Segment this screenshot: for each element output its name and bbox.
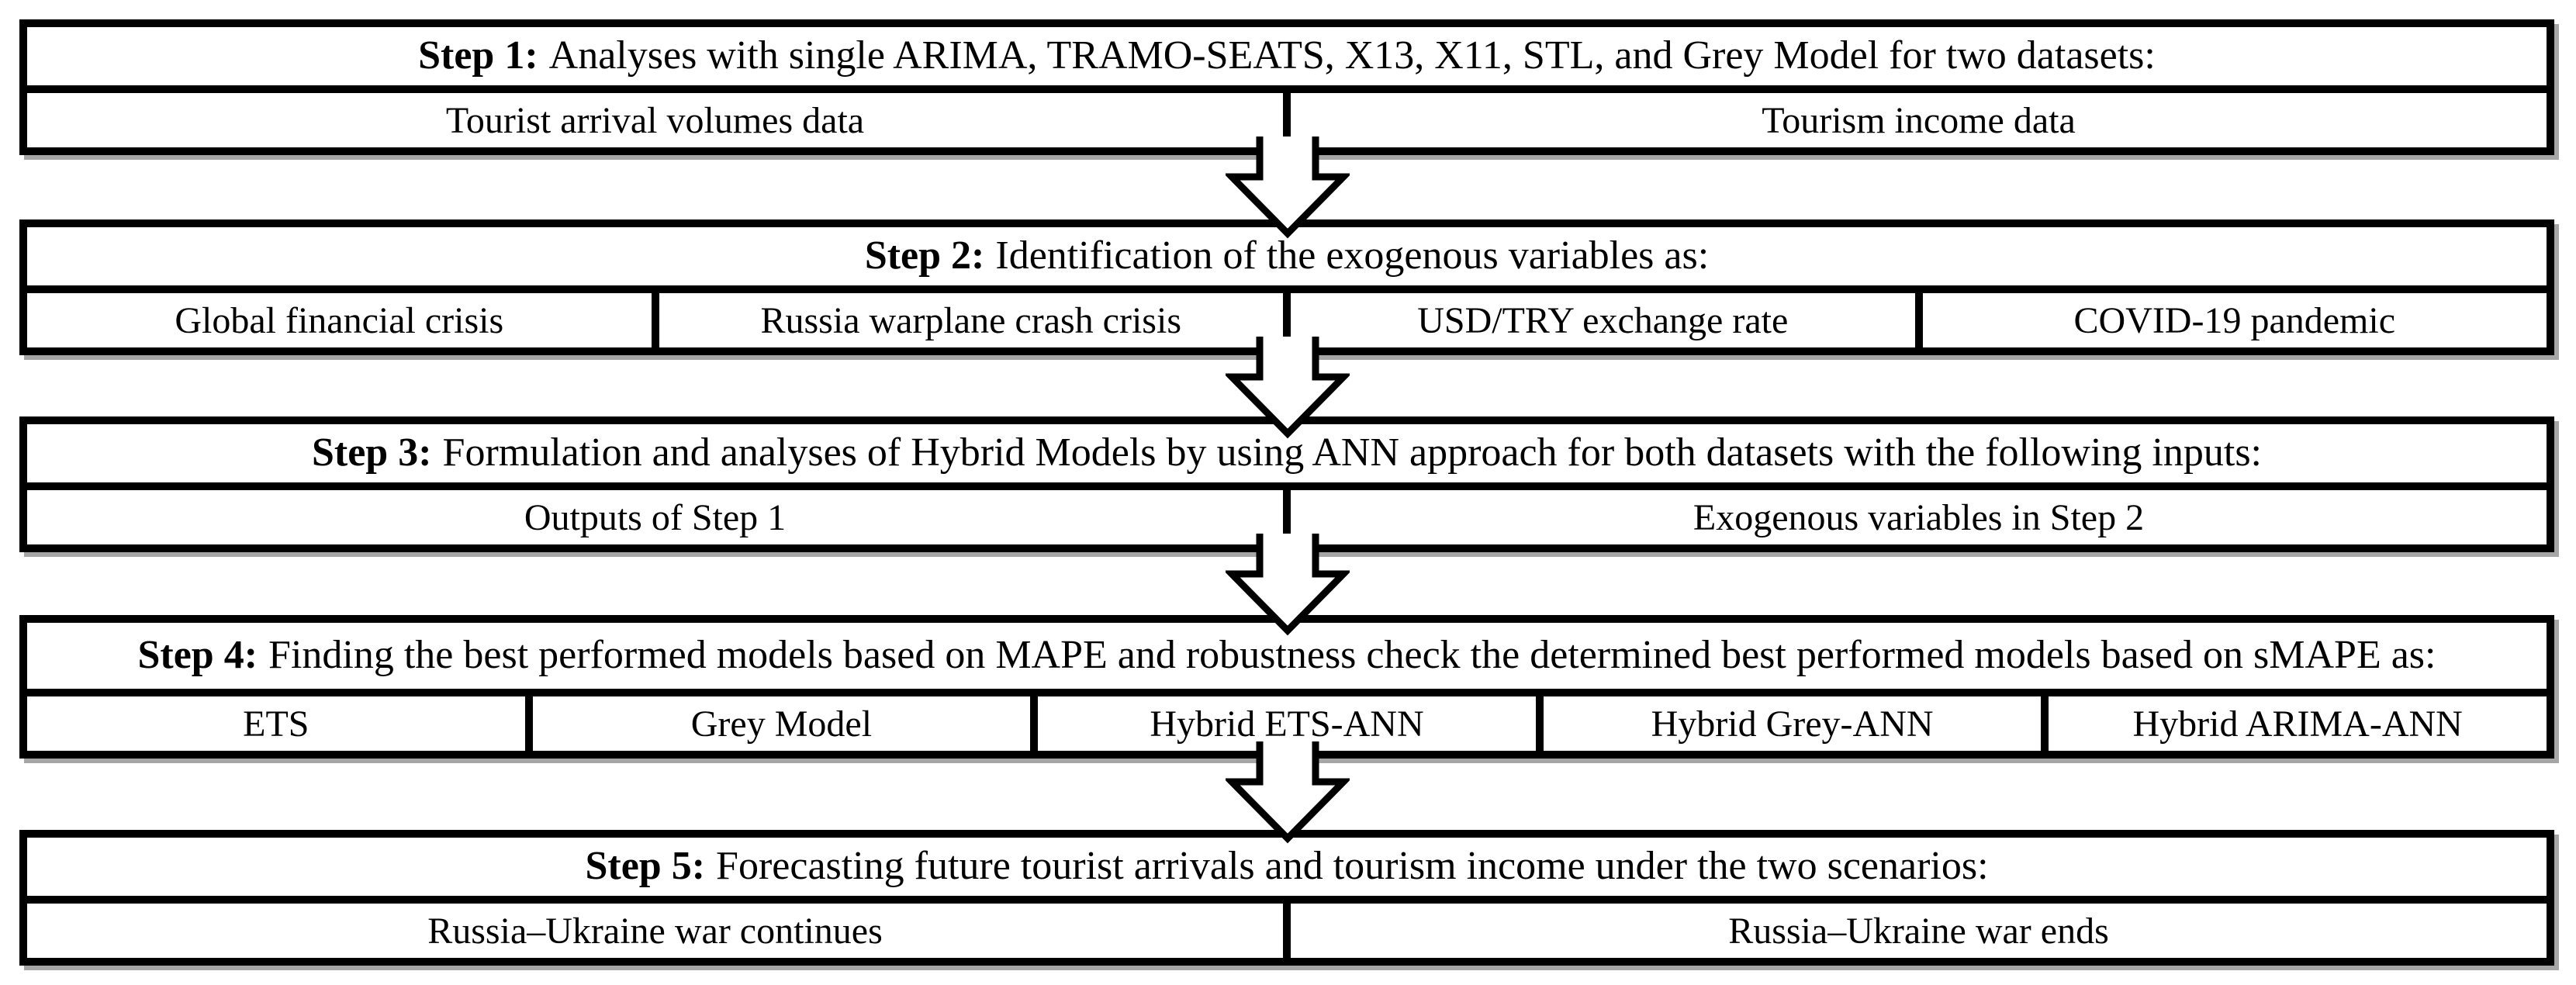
step-1-label: Step 1:	[418, 33, 538, 78]
step-1-header: Step 1:Analyses with single ARIMA, TRAMO…	[19, 19, 2554, 93]
step-block-2: Step 2:Identification of the exogenous v…	[19, 219, 2554, 355]
down-block-arrow-icon-2	[1226, 337, 1350, 439]
step-block-4: Step 4:Finding the best performed models…	[19, 615, 2554, 759]
down-block-arrow-icon-1	[1226, 137, 1350, 239]
down-block-arrow-icon-4	[1226, 741, 1350, 844]
step-2-item-1: Global financial crisis	[19, 285, 659, 355]
step-5-item-2: Russia–Ukraine war ends	[1283, 896, 2554, 966]
step-1-item-2: Tourism income data	[1283, 85, 2554, 155]
step-4-item-4: Hybrid Grey-ANN	[1535, 689, 2049, 759]
step-2-item-4: COVID-19 pandemic	[1914, 285, 2554, 355]
step-block-5: Step 5:Forecasting future tourist arriva…	[19, 830, 2554, 966]
step-3-label: Step 3:	[311, 430, 432, 475]
step-4-label: Step 4:	[137, 633, 258, 678]
step-4-item-2: Grey Model	[524, 689, 1039, 759]
step-3-item-2: Exogenous variables in Step 2	[1283, 482, 2554, 552]
step-5-title: Forecasting future tourist arrivals and …	[716, 844, 1989, 889]
step-4-item-1: ETS	[19, 689, 533, 759]
step-5-item-1: Russia–Ukraine war continues	[19, 896, 1291, 966]
step-4-item-5: Hybrid ARIMA-ANN	[2041, 689, 2554, 759]
step-1-title: Analyses with single ARIMA, TRAMO-SEATS,…	[548, 33, 2156, 78]
step-2-label: Step 2:	[864, 233, 985, 278]
step-2-item-3: USD/TRY exchange rate	[1283, 285, 1923, 355]
step-block-1: Step 1:Analyses with single ARIMA, TRAMO…	[19, 19, 2554, 155]
step-4-title: Finding the best performed models based …	[268, 633, 2436, 678]
step-1-item-1: Tourist arrival volumes data	[19, 85, 1291, 155]
step-5-label: Step 5:	[585, 844, 706, 889]
step-2-header: Step 2:Identification of the exogenous v…	[19, 219, 2554, 293]
down-block-arrow-icon-3	[1226, 534, 1350, 636]
step-2-title: Identification of the exogenous variable…	[995, 233, 1710, 278]
step-3-item-1: Outputs of Step 1	[19, 482, 1291, 552]
step-3-title: Formulation and analyses of Hybrid Model…	[442, 430, 2263, 475]
step-2-item-2: Russia warplane crash crisis	[651, 285, 1291, 355]
